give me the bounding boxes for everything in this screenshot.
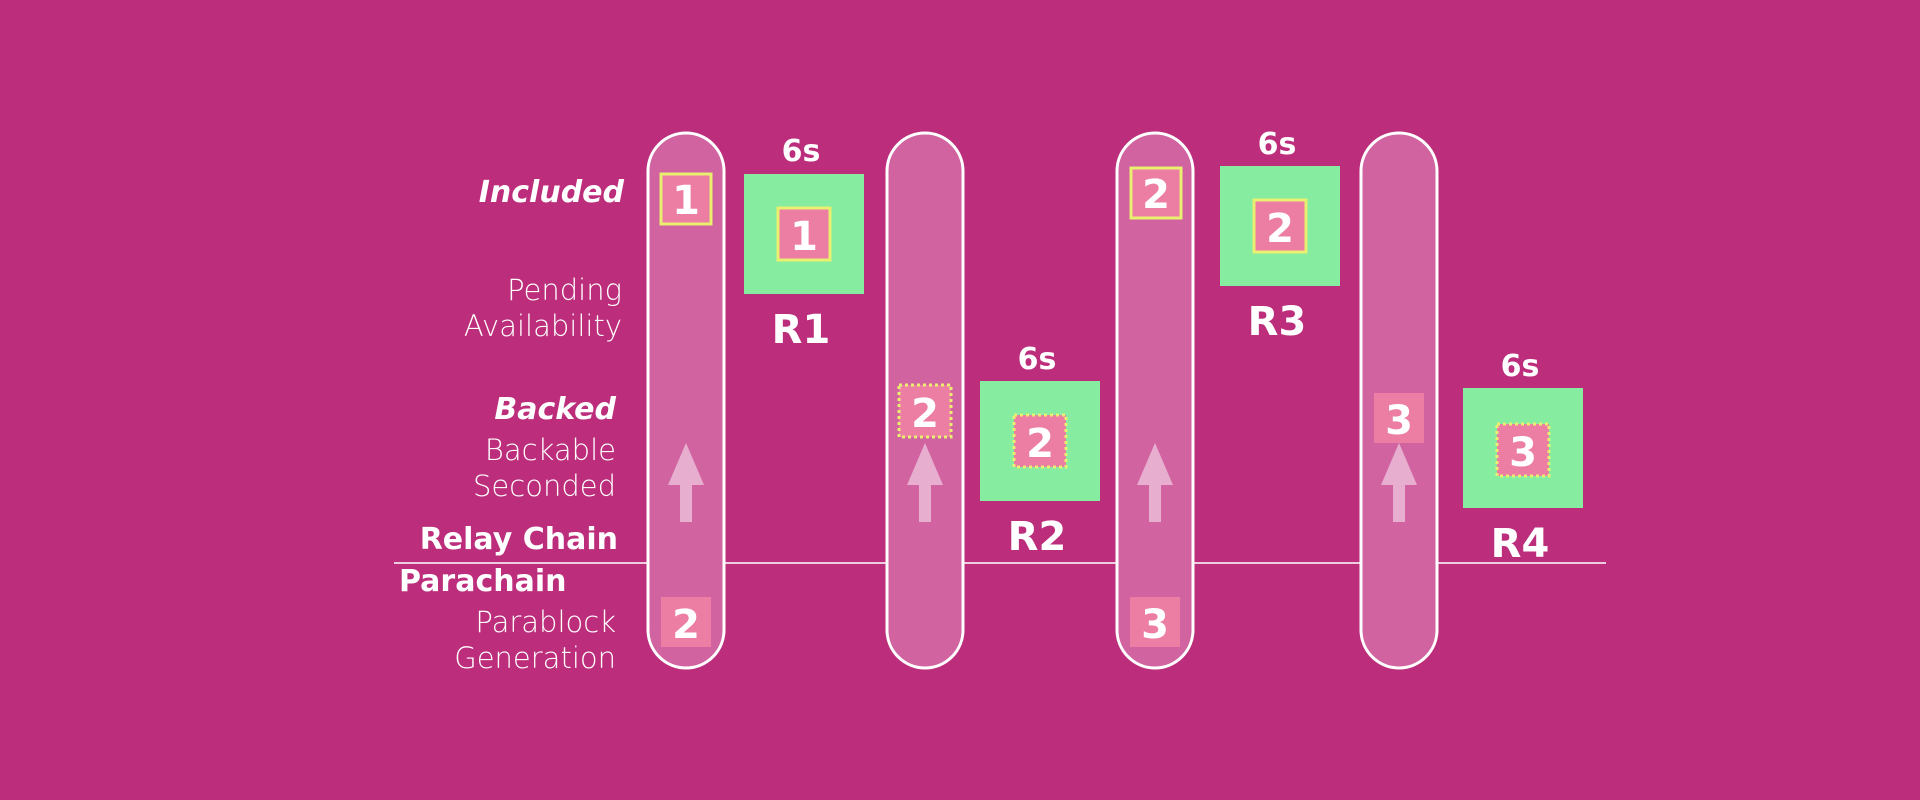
- relay-block-name: R2: [1008, 514, 1067, 560]
- label-backable: Backable: [484, 433, 616, 467]
- included-block: 2: [1142, 172, 1170, 218]
- backed-block: 3: [1385, 398, 1413, 444]
- upward-arrow-icon: [907, 443, 943, 522]
- label-generation: Generation: [454, 641, 616, 675]
- relay-block-r3: 6s 2 R3: [1220, 127, 1340, 345]
- upward-arrow-icon: [1381, 443, 1417, 522]
- timeslot-column-3: 3 2: [1115, 131, 1195, 670]
- label-parachain: Parachain: [399, 564, 567, 599]
- timeslot-column-2: 2: [885, 131, 965, 670]
- parablock-generation-block: 3: [1141, 602, 1169, 648]
- relay-block-name: R4: [1491, 521, 1550, 567]
- label-availability: Availability: [463, 309, 622, 343]
- parablock-generation-block: 2: [672, 602, 700, 648]
- label-pending: Pending: [507, 273, 622, 307]
- label-included: Included: [478, 175, 624, 210]
- label-parablock: Parablock: [475, 605, 616, 639]
- relay-block-r2: 6s 2 R2: [980, 342, 1100, 560]
- label-backed: Backed: [494, 392, 616, 427]
- included-block: 1: [672, 178, 700, 224]
- relay-block-parablock: 1: [790, 214, 818, 260]
- relay-block-parablock: 3: [1509, 430, 1537, 476]
- label-seconded: Seconded: [473, 469, 616, 503]
- relay-block-time: 6s: [782, 134, 821, 169]
- label-relay-chain: Relay Chain: [419, 522, 618, 557]
- timeslot-column-4: 3: [1359, 131, 1439, 670]
- upward-arrow-icon: [668, 443, 704, 522]
- relay-block-time: 6s: [1258, 127, 1297, 162]
- upward-arrow-icon: [1137, 443, 1173, 522]
- relay-block-r1: 6s 1 R1: [744, 134, 864, 353]
- relay-block-r4: 6s 3 R4: [1463, 349, 1583, 567]
- relay-block-parablock: 2: [1266, 206, 1294, 252]
- backed-block: 2: [911, 391, 939, 437]
- relay-block-time: 6s: [1018, 342, 1057, 377]
- relay-block-name: R3: [1248, 299, 1307, 345]
- relay-block-parablock: 2: [1026, 421, 1054, 467]
- timeslot-column-1: 2 1: [646, 131, 726, 670]
- relay-block-time: 6s: [1501, 349, 1540, 384]
- relay-block-name: R1: [772, 307, 831, 353]
